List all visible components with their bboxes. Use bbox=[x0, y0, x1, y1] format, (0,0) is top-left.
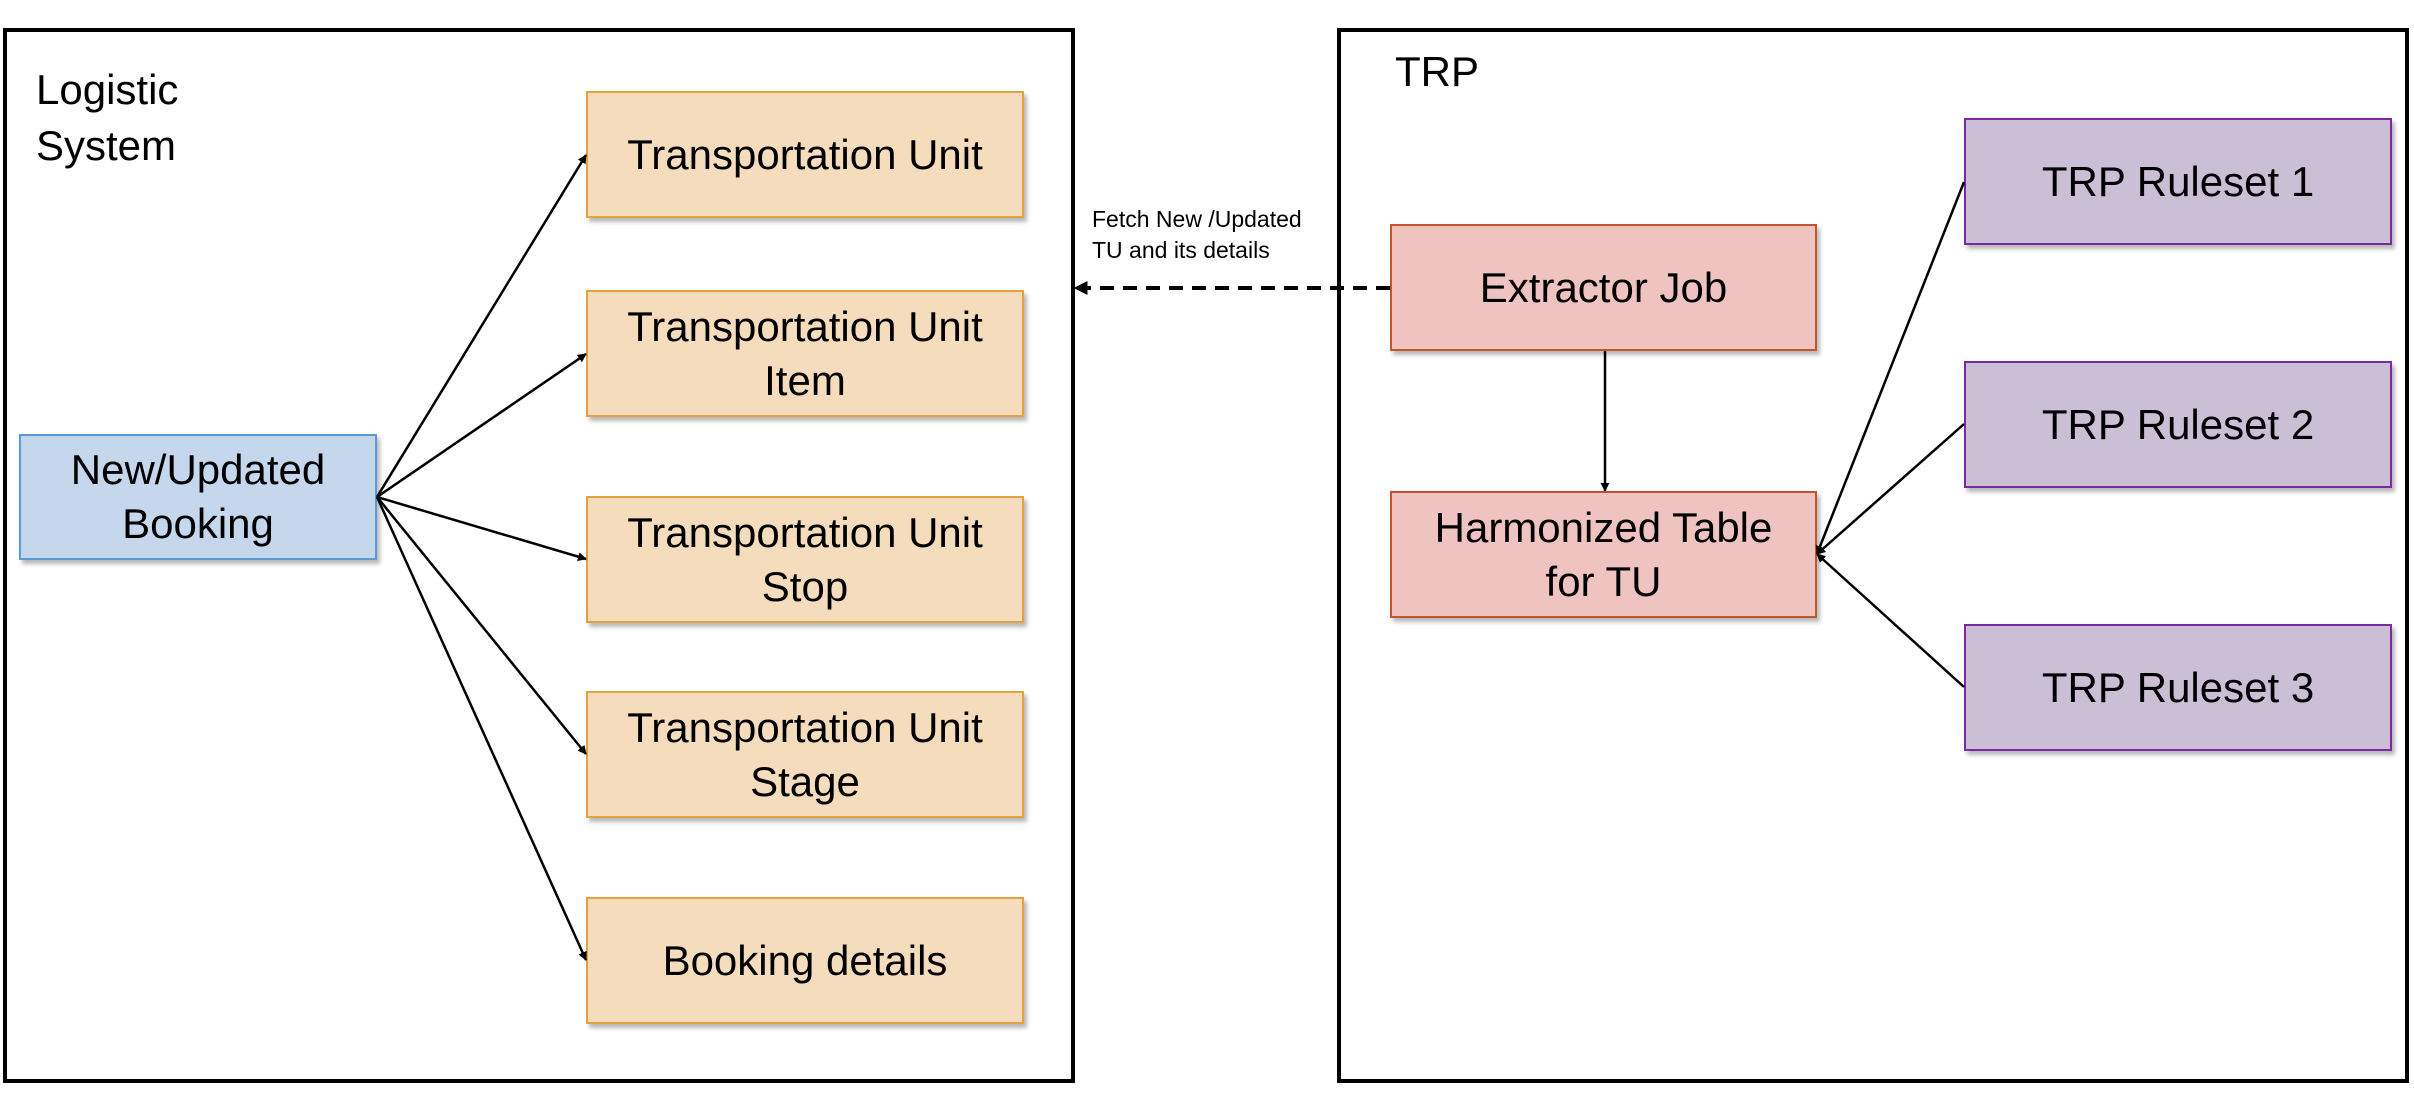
transportation-unit-stage-label: Transportation Unit Stage bbox=[627, 703, 983, 805]
fetch-edge-label: Fetch New /Updated TU and its details bbox=[1092, 206, 1302, 263]
trp-title: TRP bbox=[1395, 48, 1479, 95]
booking-details-label: Booking details bbox=[662, 936, 948, 984]
trp-ruleset-2-label: TRP Ruleset 2 bbox=[2041, 400, 2315, 448]
new-updated-booking-node: New/Updated Booking bbox=[19, 434, 377, 560]
trp-ruleset-3-node: TRP Ruleset 3 bbox=[1964, 624, 2392, 751]
trp-ruleset-1-label: TRP Ruleset 1 bbox=[2041, 157, 2315, 205]
extractor-job-label: Extractor Job bbox=[1479, 263, 1728, 311]
transportation-unit-item-label: Transportation Unit Item bbox=[627, 302, 983, 404]
harmonized-table-label: Harmonized Table for TU bbox=[1434, 503, 1773, 605]
extractor-job-node: Extractor Job bbox=[1390, 224, 1817, 351]
booking-details-node: Booking details bbox=[586, 897, 1024, 1024]
new-updated-booking-label: New/Updated Booking bbox=[70, 446, 326, 547]
transportation-unit-stop-label: Transportation Unit Stop bbox=[627, 508, 983, 610]
transportation-unit-item-node: Transportation Unit Item bbox=[586, 290, 1024, 417]
transportation-unit-stage-node: Transportation Unit Stage bbox=[586, 691, 1024, 818]
trp-ruleset-1-node: TRP Ruleset 1 bbox=[1964, 118, 2392, 245]
trp-ruleset-2-node: TRP Ruleset 2 bbox=[1964, 361, 2392, 488]
transportation-unit-stop-node: Transportation Unit Stop bbox=[586, 496, 1024, 623]
transportation-unit-label: Transportation Unit bbox=[627, 130, 983, 178]
trp-ruleset-3-label: TRP Ruleset 3 bbox=[2041, 663, 2315, 711]
transportation-unit-node: Transportation Unit bbox=[586, 91, 1024, 218]
logistic-system-title: Logistic System bbox=[36, 66, 179, 169]
harmonized-table-node: Harmonized Table for TU bbox=[1390, 491, 1817, 618]
